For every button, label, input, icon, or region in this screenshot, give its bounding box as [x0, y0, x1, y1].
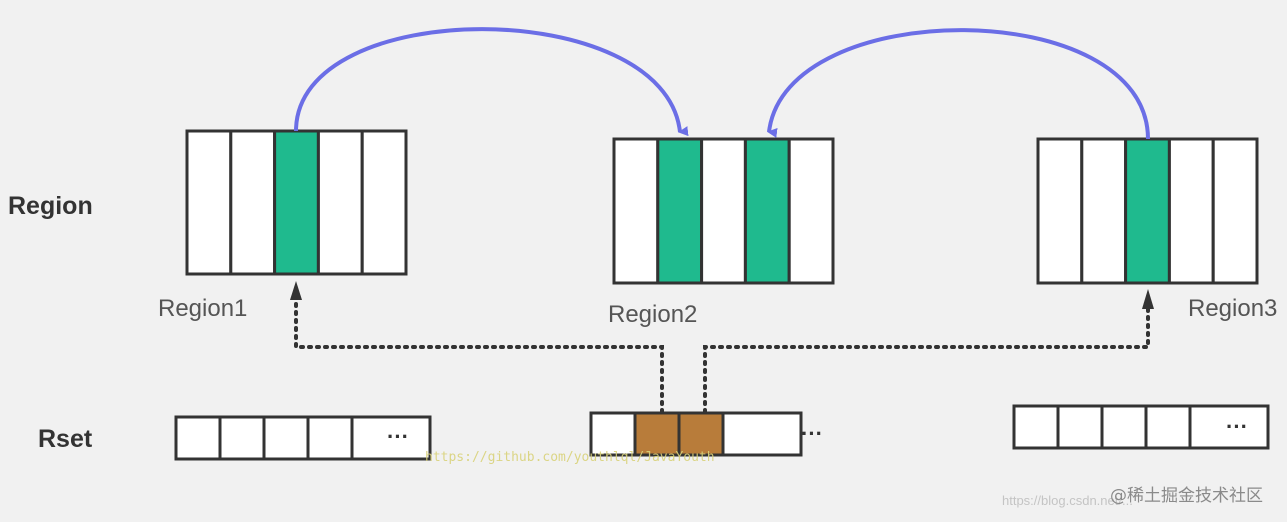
rset-pointer-to-region1 [294, 298, 664, 414]
region-card [316, 129, 364, 276]
region-card [360, 129, 408, 276]
rset-entry [1144, 404, 1192, 450]
region-3-cells [1036, 137, 1259, 285]
region-card [1167, 137, 1215, 285]
region-card-marked [273, 129, 320, 276]
region-1: Region1 [158, 129, 408, 322]
rset-3-cells [1012, 404, 1270, 450]
rset-entry [1056, 404, 1104, 450]
region-card [185, 129, 233, 276]
region-1-cells [185, 129, 408, 276]
region-2-cells [612, 137, 835, 285]
rset-3-ellipsis: ··· [1226, 414, 1248, 439]
rset-entry [306, 415, 354, 461]
watermark-github-link: https://github.com/youthlql/JavaYouth [425, 450, 715, 465]
rset-entry-marked [677, 411, 725, 457]
rset-entry-marked [633, 411, 681, 457]
rset-ellipsis-cell [350, 415, 432, 461]
region-1-label: Region1 [158, 295, 247, 322]
rset-2-cells [589, 411, 803, 457]
region-card [612, 137, 660, 285]
rset-entry [174, 415, 222, 461]
region-card-marked [1124, 137, 1171, 285]
watermark-brand: @稀土掘金技术社区 [1110, 486, 1263, 506]
rset-1: ··· [174, 415, 432, 461]
rset-entry [262, 415, 310, 461]
rset-entry [1012, 404, 1060, 450]
region-card [787, 137, 835, 285]
rset-2-ellipsis: ··· [801, 421, 823, 446]
rset-3: ··· [1012, 404, 1270, 450]
rset-2: ··· [589, 411, 823, 457]
region-card [1211, 137, 1259, 285]
region-card-marked [656, 137, 704, 285]
reference-arrow-region3-to-region2 [767, 28, 1150, 140]
rset-row-label: Rset [38, 425, 93, 453]
rset-entry [589, 411, 637, 457]
region-card [700, 137, 747, 285]
region-card [1036, 137, 1084, 285]
rset-pointer-to-region3 [703, 307, 1150, 414]
region-row-label: Region [8, 192, 93, 220]
rset-ellipsis-cell [1188, 404, 1270, 450]
rset-ellipsis-cell [721, 411, 803, 457]
region-card [1080, 137, 1128, 285]
reference-arrow-region1-to-region2 [294, 27, 689, 137]
region-2-label: Region2 [608, 301, 697, 328]
region-card-marked [743, 137, 791, 285]
region-3: Region3 [1036, 137, 1277, 322]
rset-1-cells [174, 415, 432, 461]
region-3-label: Region3 [1188, 295, 1277, 322]
region-2: Region2 [608, 137, 835, 328]
rset-pointer-arrowhead-3 [1142, 289, 1154, 309]
rset-entry [1100, 404, 1148, 450]
rset-1-ellipsis: ··· [387, 424, 409, 449]
rset-pointer-arrowhead-1 [290, 281, 302, 300]
watermark-blog: https://blog.csdn.net/... [1002, 493, 1133, 508]
region-card [229, 129, 277, 276]
rset-entry [218, 415, 266, 461]
